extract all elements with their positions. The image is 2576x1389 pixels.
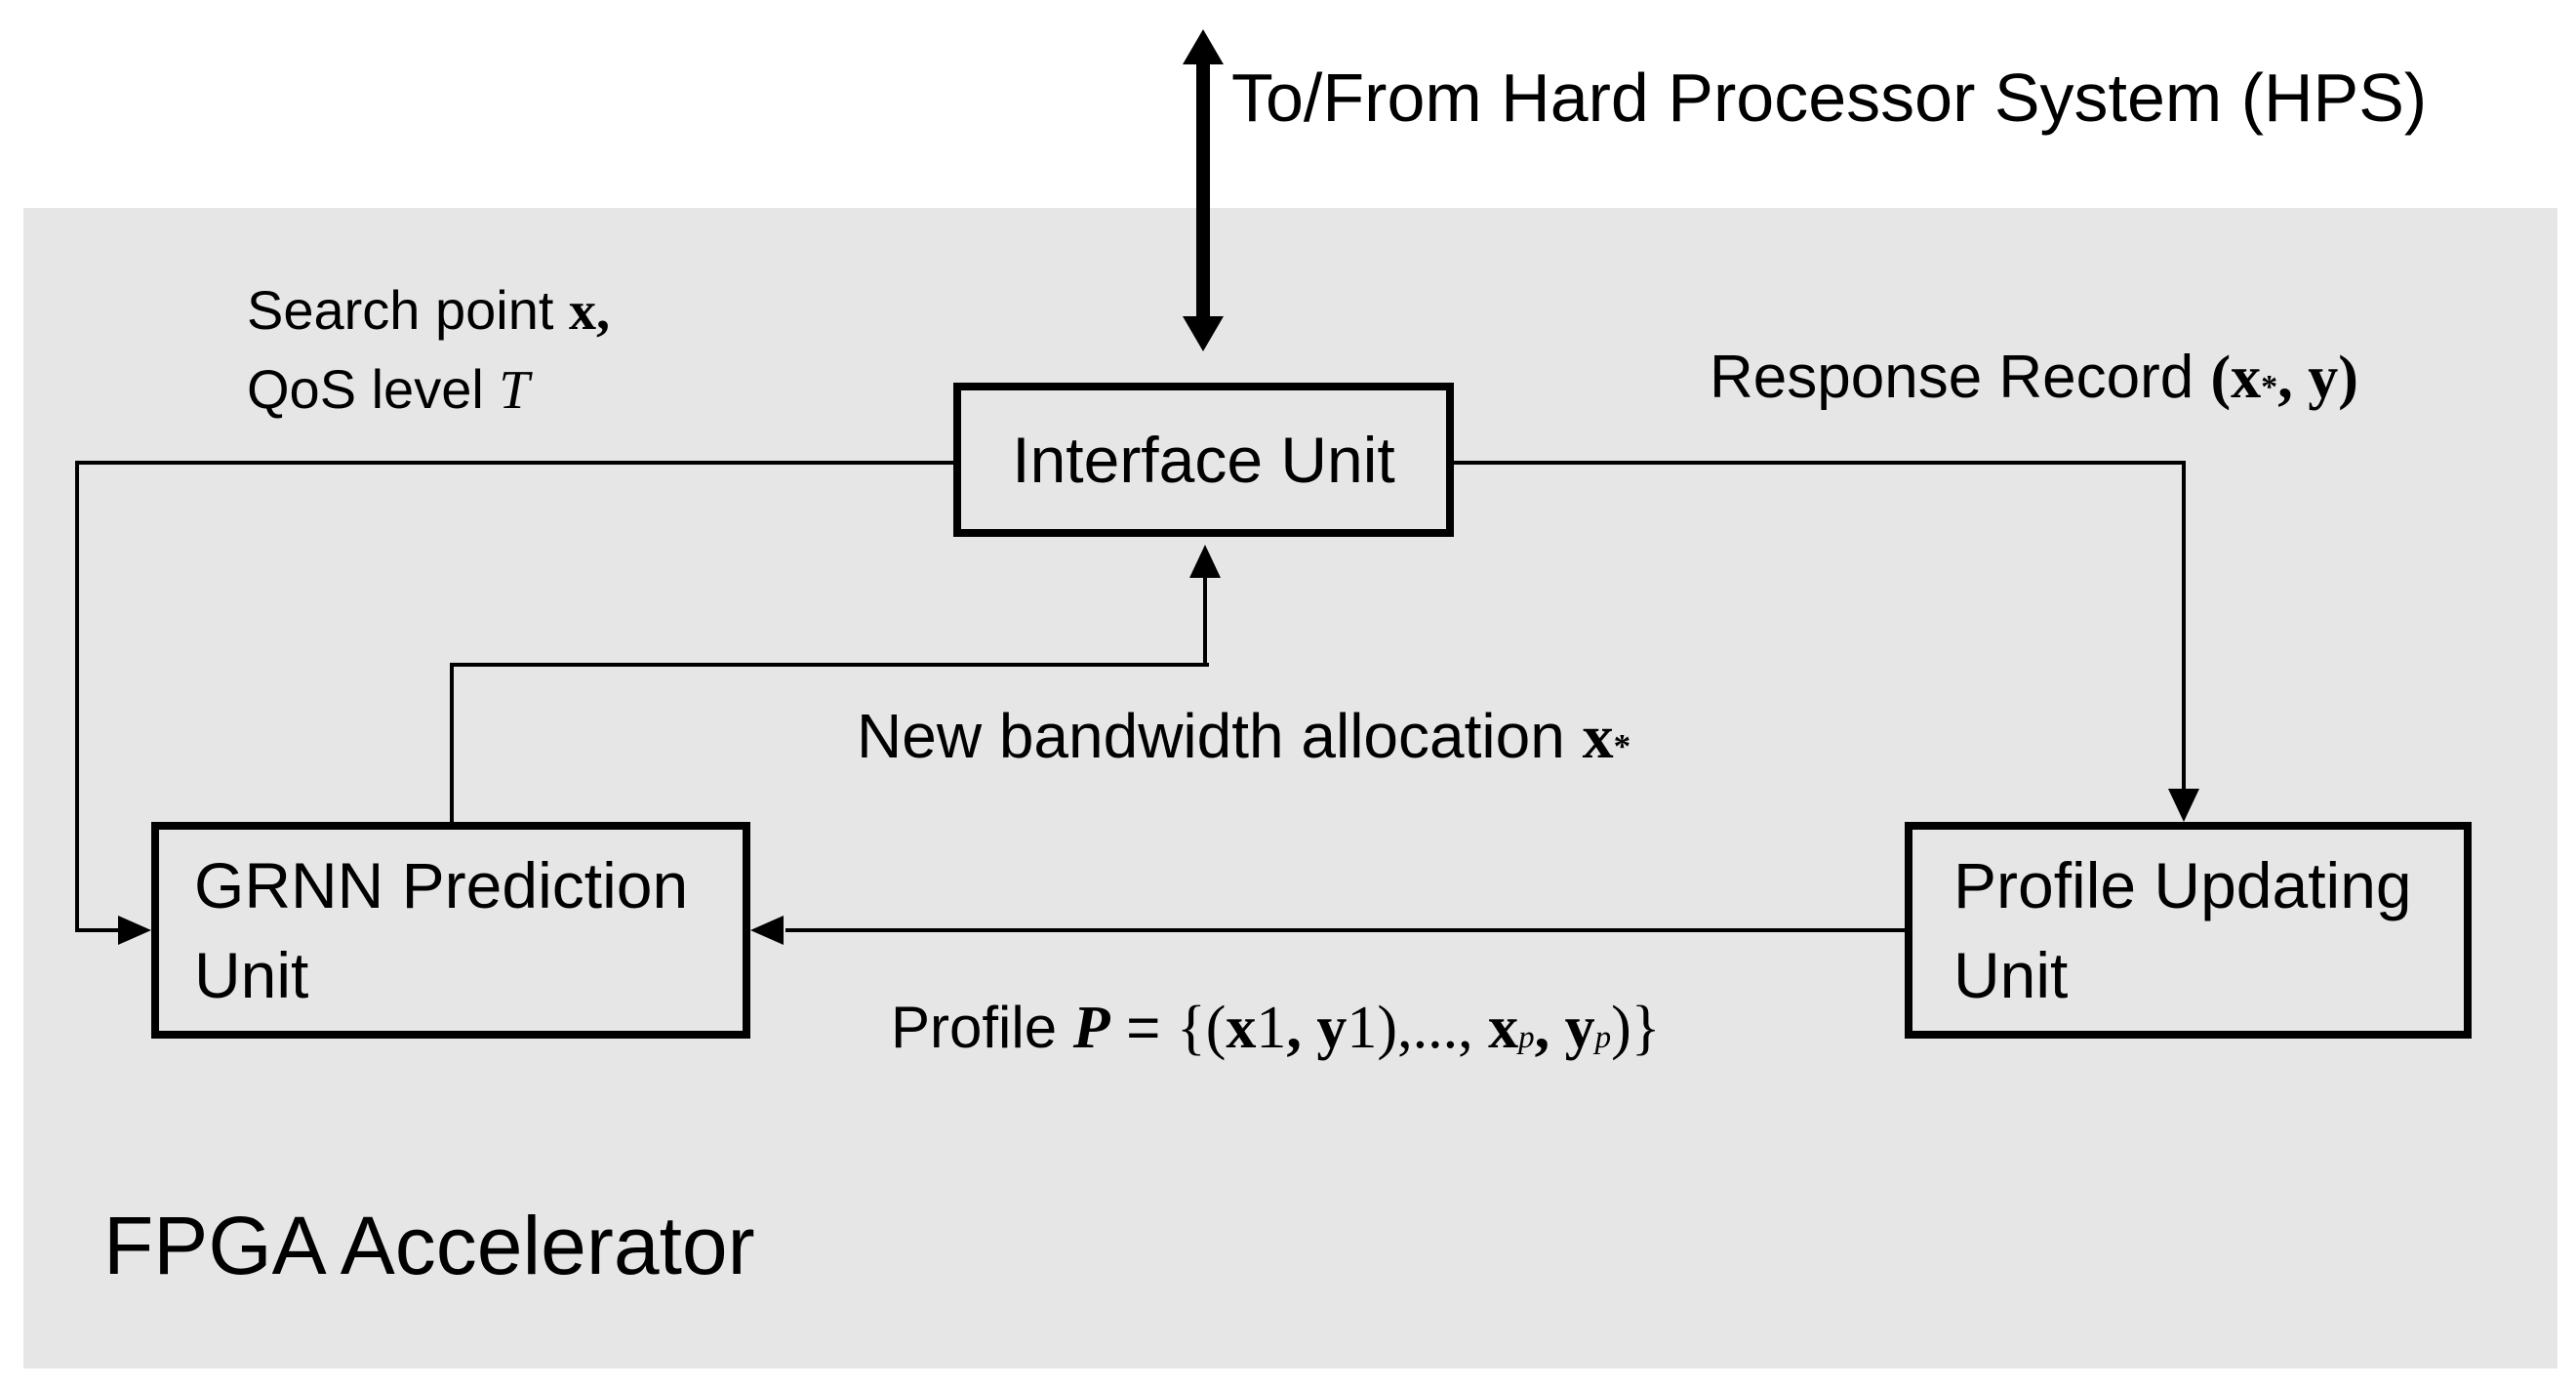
profile-unit-label-line2: Unit [1953, 939, 2069, 1011]
fpga-accelerator-label: FPGA Accelerator [103, 1201, 755, 1290]
grnn-unit-label-line2: Unit [194, 939, 309, 1011]
response-record-math-open: (x [2210, 345, 2262, 411]
arrowhead-into-grnn-left-icon [118, 916, 151, 945]
profile-formula-equals: = [1109, 995, 1178, 1060]
grnn-unit-label-line1: GRNN Prediction [194, 849, 689, 921]
new-bandwidth-text: New bandwidth allocation [857, 701, 1583, 771]
edge-interface-to-profile-h [1454, 461, 2186, 465]
fpga-accelerator-text: FPGA Accelerator [103, 1200, 755, 1291]
qos-level-text: QoS level [247, 358, 500, 420]
profile-formula-x1: x [1226, 995, 1257, 1061]
profile-formula-comma2: , [1534, 995, 1565, 1061]
profile-unit-label-line1: Profile Updating [1953, 849, 2412, 921]
grnn-prediction-unit-box: GRNN Prediction Unit [151, 822, 750, 1039]
profile-formula-close1: ) [1377, 995, 1398, 1061]
new-bandwidth-sup-star: * [1613, 727, 1631, 765]
hps-arrowhead-down-icon [1183, 316, 1224, 351]
edge-grnn-to-interface-h [450, 663, 1209, 667]
hps-label-text: To/From Hard Processor System (HPS) [1231, 60, 2428, 136]
profile-formula-open: {( [1177, 995, 1227, 1061]
response-record-label: Response Record (x*, y) [1710, 344, 2358, 412]
edge-interface-to-grnn-stub [75, 928, 124, 932]
search-point-text: Search point [247, 279, 569, 341]
profile-formula-xp-sub: p [1518, 1020, 1535, 1055]
profile-formula-yp: y [1564, 995, 1595, 1061]
arrowhead-into-profile-top-icon [2168, 789, 2199, 822]
interface-unit-label: Interface Unit [1012, 424, 1395, 496]
profile-formula-dots: ,..., [1397, 995, 1489, 1061]
edge-profile-to-grnn-h [785, 928, 1905, 932]
search-point-label: Search point x, QoS level T [247, 271, 610, 429]
profile-formula-yp-sub: p [1594, 1020, 1612, 1055]
hps-label: To/From Hard Processor System (HPS) [1231, 59, 2427, 137]
hps-double-arrow-shaft [1196, 61, 1210, 320]
profile-formula-y1: y [1316, 995, 1348, 1061]
arrowhead-into-interface-bottom-icon [1189, 545, 1221, 578]
new-bandwidth-math-x: x [1582, 702, 1614, 771]
profile-formula-set-symbol: P [1072, 995, 1110, 1061]
hps-arrowhead-up-icon [1183, 29, 1224, 64]
response-record-sup-star: * [2261, 369, 2278, 405]
edge-interface-to-grnn-v [75, 461, 79, 932]
profile-formula-comma1: , [1286, 995, 1317, 1061]
response-record-text: Response Record [1710, 344, 2211, 411]
profile-formula-text: Profile [891, 995, 1073, 1060]
new-bandwidth-label: New bandwidth allocation x* [857, 701, 1630, 772]
search-point-math-x: x, [568, 281, 610, 342]
profile-formula-x1-sub: 1 [1256, 995, 1287, 1061]
profile-formula-xp: x [1488, 995, 1519, 1061]
response-record-math-close: , y) [2277, 345, 2358, 411]
edge-grnn-to-interface-v2 [1203, 578, 1207, 667]
edge-interface-to-profile-v [2182, 461, 2186, 789]
interface-unit-box: Interface Unit [953, 383, 1454, 537]
edge-interface-to-grnn-h [77, 461, 953, 465]
profile-formula-y1-sub: 1 [1347, 995, 1378, 1061]
profile-formula-close: )} [1611, 995, 1661, 1061]
profile-updating-unit-box: Profile Updating Unit [1905, 822, 2472, 1039]
fpga-accelerator-panel [23, 208, 2557, 1369]
profile-formula-label: Profile P = {(x1, y1),..., xp, yp)} [891, 994, 1660, 1062]
qos-level-math-t: T [499, 360, 530, 421]
edge-grnn-to-interface-v1 [450, 663, 454, 824]
arrowhead-into-grnn-right-icon [750, 916, 784, 945]
